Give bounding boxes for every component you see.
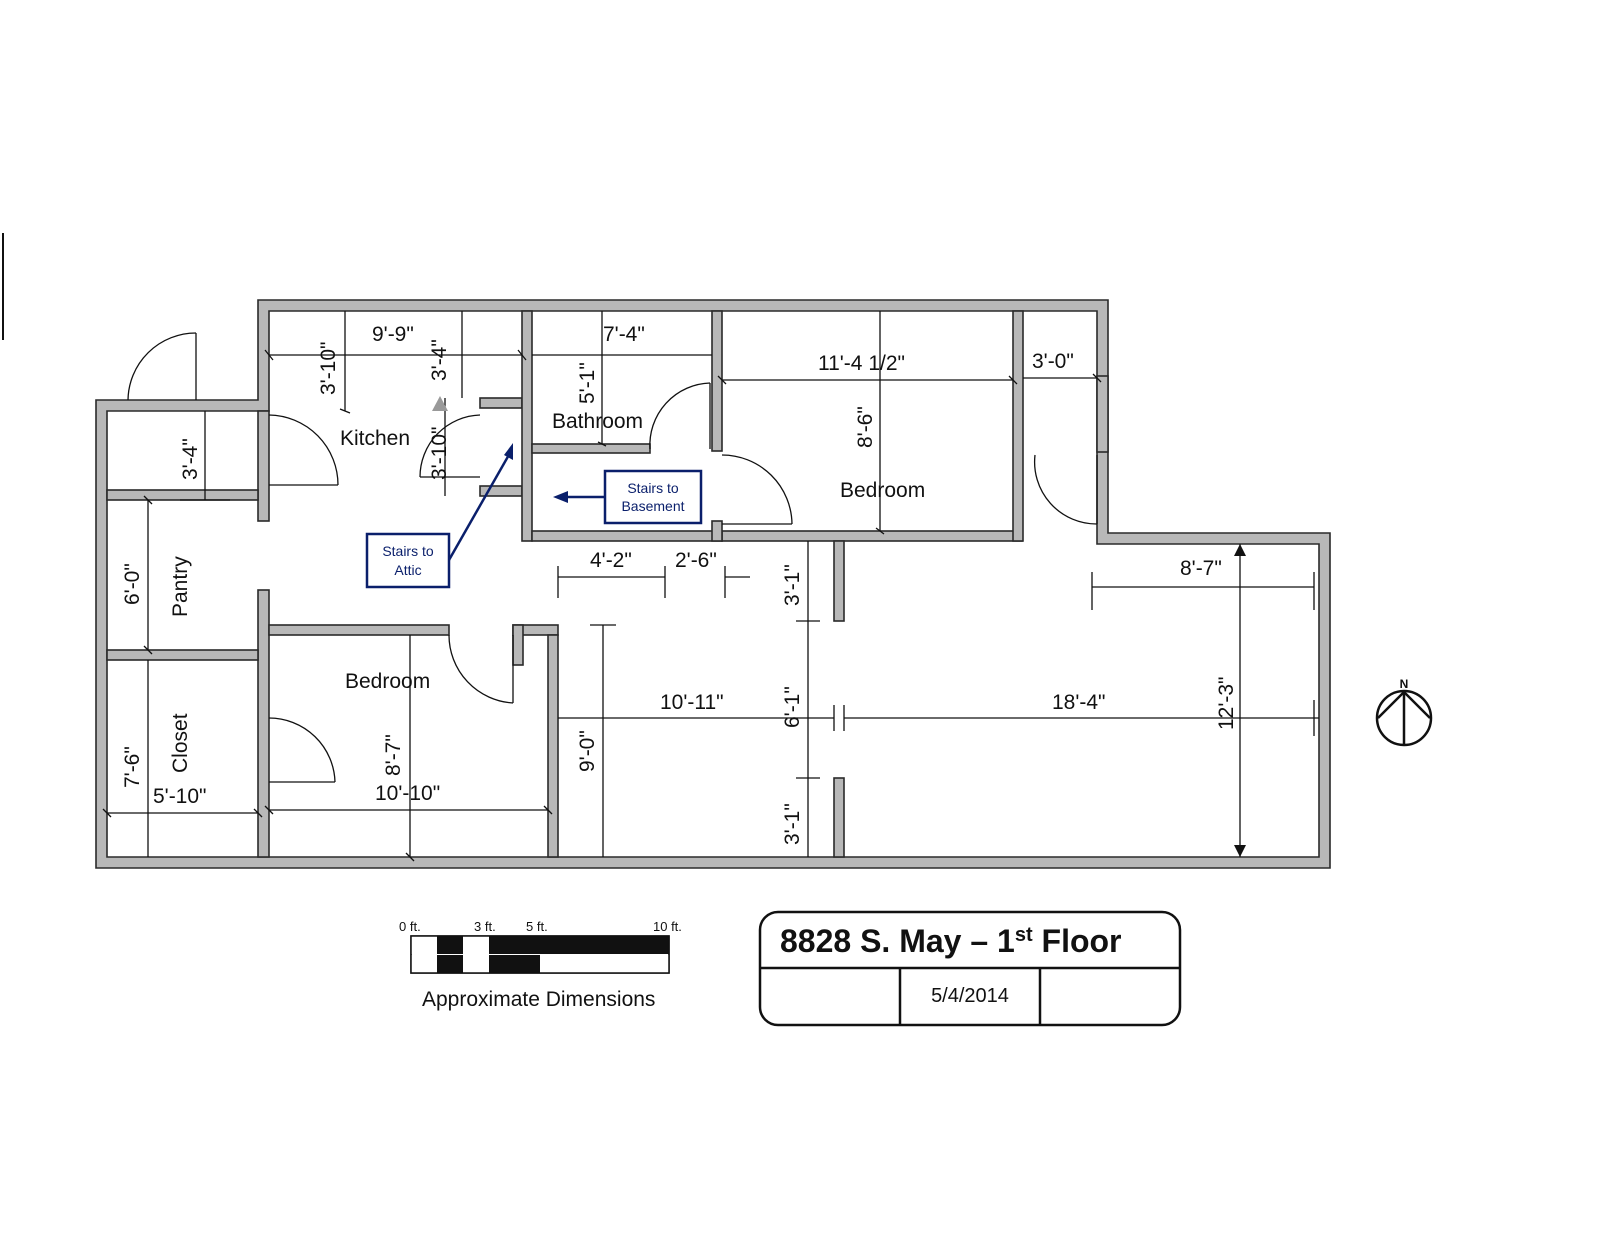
- room-bedroom-bottom: Bedroom: [345, 670, 430, 693]
- stairs-attic-callout: Stairs to Attic: [365, 443, 513, 589]
- dim-hall-b: 2'-6": [675, 549, 717, 572]
- dim-closet-width: 5'-10": [153, 785, 207, 808]
- doors: [127, 332, 1098, 783]
- dimension-labels: 9'-9" 3'-10" 3'-4" 3'-10" 7'-4" 5'-1" 11…: [121, 323, 1238, 845]
- stairs-attic-line2: Attic: [394, 562, 421, 578]
- room-bedroom-top: Bedroom: [840, 479, 925, 502]
- dim-kitchen-width: 9'-9": [372, 323, 414, 346]
- dim-bed-bot-depth: 8'-7": [382, 734, 405, 776]
- title-date: 5/4/2014: [931, 985, 1009, 1007]
- dim-opening-mid: 6'-1": [781, 686, 804, 728]
- dim-bed-top-depth: 8'-6": [854, 406, 877, 448]
- dim-stair-lower: 3'-10": [428, 427, 451, 481]
- dimension-ticks: [102, 349, 1315, 862]
- dim-kitchen-upper: 3'-10": [317, 342, 340, 396]
- room-pantry: Pantry: [169, 556, 192, 617]
- room-kitchen: Kitchen: [340, 427, 410, 450]
- room-closet: Closet: [169, 713, 192, 773]
- dim-living-depth: 12'-3": [1215, 677, 1238, 731]
- arrow-up-icon: [504, 443, 513, 460]
- room-labels: Kitchen Bathroom Bedroom Bedroom Pantry …: [169, 410, 925, 773]
- scale-label-3: 3 ft.: [474, 919, 496, 934]
- scale-bar: 0 ft. 3 ft. 5 ft. 10 ft. Approximate Dim…: [399, 919, 682, 1011]
- dim-closet-depth: 7'-6": [121, 746, 144, 788]
- north-compass: N: [1375, 677, 1433, 747]
- dim-dining-depth: 9'-0": [576, 730, 599, 772]
- room-bathroom: Bathroom: [552, 410, 643, 433]
- title-text: 8828 S. May – 1st Floor: [780, 923, 1122, 959]
- dim-living-width: 18'-4": [1052, 691, 1106, 714]
- dim-stair-upper: 3'-4": [428, 339, 451, 381]
- compass-north-label: N: [1400, 677, 1409, 691]
- stair-up-marker: [432, 396, 448, 411]
- dim-living-width-right: 8'-7": [1180, 557, 1222, 580]
- dim-entry-closet: 3'-4": [179, 438, 202, 480]
- stairs-attic-line1: Stairs to: [382, 543, 434, 559]
- title-end: Floor: [1033, 923, 1122, 959]
- dim-bed-top-width: 11'-4 1/2": [818, 352, 905, 375]
- scale-label-5: 5 ft.: [526, 919, 548, 934]
- dim-bath-width: 7'-4": [603, 323, 645, 346]
- stairs-basement-line1: Stairs to: [627, 480, 679, 496]
- dim-bed-bot-width: 10'-10": [375, 782, 440, 805]
- arrow-left-icon: [553, 491, 568, 503]
- title-main: 8828 S. May – 1: [780, 923, 1015, 959]
- dim-closet-top-width: 3'-0": [1032, 350, 1074, 373]
- dimension-lines: [107, 311, 1319, 857]
- title-block: 8828 S. May – 1st Floor 5/4/2014: [758, 910, 1182, 1027]
- stairs-basement-line2: Basement: [621, 498, 684, 514]
- dim-hall-a: 4'-2": [590, 549, 632, 572]
- scale-label-0: 0 ft.: [399, 919, 421, 934]
- dim-opening-bot: 3'-1": [781, 803, 804, 845]
- dim-opening-top: 3'-1": [781, 564, 804, 606]
- dim-bath-depth: 5'-1": [576, 362, 599, 404]
- title-sup: st: [1015, 924, 1033, 946]
- dim-pantry-depth: 6'-0": [121, 563, 144, 605]
- stairs-basement-callout: Stairs to Basement: [553, 469, 703, 525]
- dim-dining-width: 10'-11": [660, 691, 724, 714]
- interior-walls: [106, 310, 1109, 858]
- scale-caption: Approximate Dimensions: [422, 988, 655, 1011]
- scale-label-10: 10 ft.: [653, 919, 682, 934]
